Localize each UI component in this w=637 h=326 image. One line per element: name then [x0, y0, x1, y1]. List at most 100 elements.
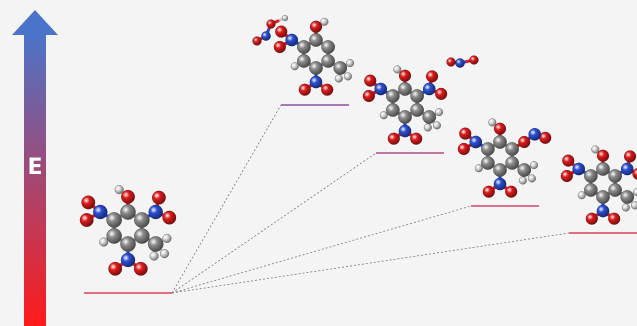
- energy-levels: [84, 104, 637, 294]
- oxygen-atom: [493, 122, 507, 135]
- hydrogen-atom: [591, 145, 600, 154]
- hydrogen-atom: [346, 59, 355, 68]
- level-connectors: [171, 104, 570, 294]
- hydrogen-atom: [527, 174, 536, 183]
- carbon-atom: [297, 40, 311, 54]
- oxygen-atom: [435, 87, 448, 100]
- nitrogen-atom: [285, 33, 299, 47]
- oxygen-atom: [362, 89, 375, 103]
- carbon-atom: [608, 183, 622, 197]
- hydrogen-atom: [488, 118, 497, 127]
- carbon-atom: [596, 162, 610, 176]
- no2-fragment: [446, 55, 479, 68]
- energy-axis-label: E: [27, 155, 43, 180]
- connector-line: [171, 205, 472, 294]
- nitrogen-atom: [493, 177, 507, 191]
- carbon-atom: [410, 89, 424, 103]
- nitrogen-atom: [120, 252, 136, 268]
- carbon-atom: [398, 82, 412, 96]
- carbon-atom: [505, 156, 519, 170]
- nitrogen-atom: [572, 162, 586, 176]
- hydrogen-atom: [281, 14, 289, 22]
- oxygen-atom: [562, 154, 575, 167]
- hydrogen-atom: [518, 176, 527, 185]
- carbon-atom: [120, 204, 136, 220]
- carbon-atom: [584, 169, 598, 183]
- nitrogen-atom: [261, 31, 271, 41]
- hydrogen-atom: [432, 121, 441, 130]
- carbon-atom: [517, 163, 532, 177]
- oxygen-atom: [459, 127, 472, 140]
- oxygen-atom: [108, 261, 123, 276]
- carbon-atom: [134, 212, 150, 228]
- hydrogen-atom: [393, 65, 402, 74]
- oxygen-atom: [539, 131, 552, 144]
- oxygen-atom: [585, 212, 598, 225]
- nitrogen-atom: [309, 75, 323, 89]
- carbon-atom: [321, 40, 335, 54]
- carbon-atom: [147, 236, 164, 252]
- oxygen-atom: [162, 210, 177, 225]
- oxygen-atom: [608, 212, 621, 225]
- carbon-atom: [309, 61, 323, 75]
- carbon-atom: [106, 228, 122, 244]
- hydrogen-atom: [474, 164, 483, 173]
- hydrogen-atom: [159, 249, 170, 259]
- hydrogen-atom: [114, 185, 124, 195]
- connector-line: [171, 232, 570, 294]
- oxygen-atom: [560, 169, 573, 183]
- oxygen-atom: [410, 132, 423, 145]
- hydrogen-atom: [530, 161, 539, 170]
- oxygen-atom: [446, 57, 456, 67]
- carbon-atom: [297, 54, 311, 68]
- carbon-atom: [120, 236, 136, 252]
- carbon-atom: [505, 142, 519, 156]
- nitrogen-atom: [620, 162, 634, 176]
- carbon-atom: [398, 110, 412, 124]
- nitrogen-atom: [374, 82, 388, 96]
- oxygen-atom: [623, 150, 637, 163]
- hydrogen-atom: [621, 203, 630, 212]
- hydrogen-transfer-molecule: [560, 145, 637, 225]
- carbon-atom: [410, 103, 424, 117]
- oxygen-atom: [505, 185, 518, 198]
- oxygen-atom: [121, 189, 135, 204]
- carbon-atom: [608, 169, 622, 183]
- carbon-atom: [493, 135, 507, 149]
- carbon-atom: [481, 142, 495, 156]
- oxygen-atom: [266, 19, 276, 29]
- carbon-atom: [309, 33, 323, 47]
- hydrogen-atom: [423, 123, 432, 132]
- nitrogen-atom: [469, 135, 483, 149]
- carbon-atom: [620, 190, 635, 204]
- oxygen-atom: [273, 40, 286, 54]
- hydrogen-atom: [435, 108, 444, 117]
- oxygen-atom: [425, 70, 439, 83]
- hydrogen-atom: [162, 233, 172, 243]
- oxygen-atom: [81, 195, 96, 210]
- hydrogen-atom: [343, 72, 352, 81]
- hydrogen-atom: [379, 111, 388, 120]
- carbon-atom: [493, 163, 507, 177]
- oxygen-atom: [79, 213, 94, 227]
- hydrogen-atom: [320, 17, 329, 26]
- oxygen-atom: [321, 83, 334, 96]
- oxygen-atom: [298, 83, 311, 96]
- energy-axis-arrow: [12, 10, 58, 326]
- oxygen-atom: [457, 142, 470, 156]
- para-nitro-loss-molecule: [362, 55, 479, 145]
- oxygen-atom: [133, 261, 148, 276]
- carbon-atom: [106, 212, 122, 228]
- oxygen-atom: [469, 55, 479, 65]
- connector-line: [171, 152, 377, 294]
- carbon-atom: [596, 190, 610, 204]
- carbon-atom: [321, 54, 335, 68]
- carbon-atom: [481, 156, 495, 170]
- carbon-atom: [134, 228, 150, 244]
- carbon-atom: [386, 103, 400, 117]
- oxygen-atom: [252, 36, 262, 46]
- oxygen-atom: [596, 149, 610, 162]
- hydrogen-atom: [149, 251, 159, 261]
- carbon-atom: [422, 110, 437, 124]
